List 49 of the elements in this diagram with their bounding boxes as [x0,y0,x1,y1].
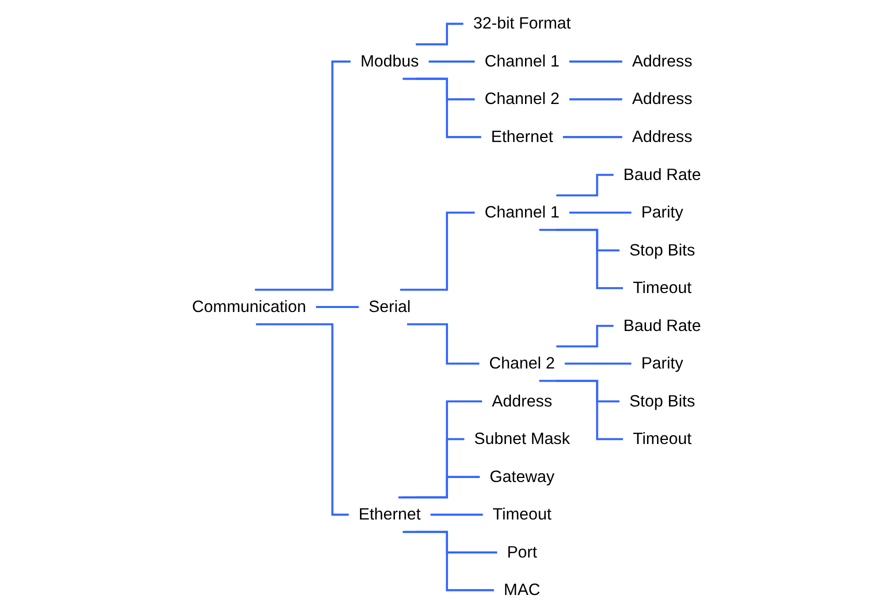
connector [398,400,484,498]
connector [564,362,632,365]
node-text: Chanel 2 [489,354,555,373]
node-text: Parity [641,204,684,222]
node-text: Baud Rate [623,316,701,335]
connector [569,98,624,100]
node-text: Ethernet [358,506,421,524]
connector [569,212,632,214]
connector [407,323,480,365]
connector [256,323,350,516]
node-text: Address [492,392,552,410]
connector [416,22,464,46]
connector [400,212,476,291]
node-text: Stop Bits [629,241,696,260]
connector [402,438,466,498]
node-text: MAC [504,581,540,600]
node-text: Timeout [492,506,552,524]
connector [539,380,624,440]
connector [402,530,495,592]
node-text: Subnet Mask [474,430,570,448]
node-text: Port [506,543,538,562]
connector [562,136,624,138]
connector [569,60,624,63]
node-text: Timeout [632,279,692,298]
connector [556,174,615,196]
connector [556,324,615,348]
node-text: Communication [192,298,306,316]
node-text: Address [632,52,692,71]
connector [428,60,476,63]
connector [539,228,624,290]
node-text: Parity [641,354,684,373]
node-text: Modbus [360,52,419,71]
node-text: Timeout [632,430,692,448]
node-text: Address [632,128,692,146]
node-text: Gateway [490,468,554,486]
connector [254,60,352,291]
node-text: Baud Rate [623,166,701,184]
node-text: Serial [368,298,411,316]
node-text: Address [632,90,692,108]
connector [402,78,482,138]
connector [430,514,484,516]
node-text: Channel 1 [484,204,560,222]
node-text: 32-bit Format [473,14,571,33]
node-text: Ethernet [491,128,554,146]
connector [316,306,360,308]
node-text: Channel 2 [484,90,560,108]
node-text: Stop Bits [629,392,696,410]
node-text: Channel 1 [484,52,560,71]
connector [416,476,481,498]
